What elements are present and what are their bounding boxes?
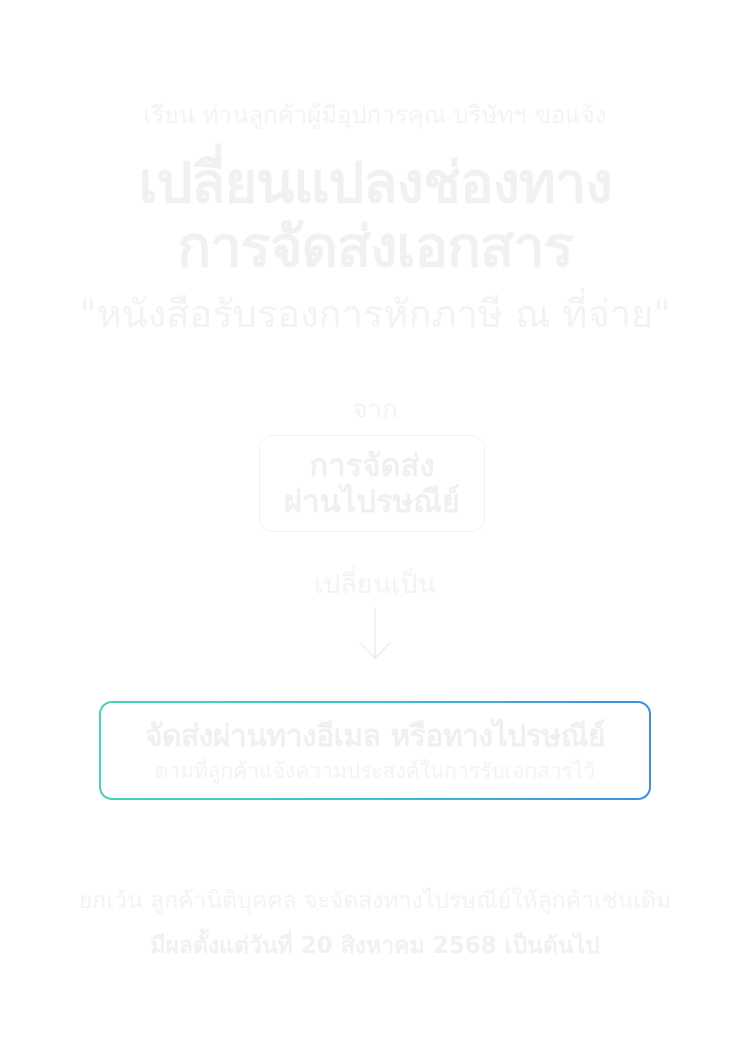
old-channel-line-2: ผ่านไปรษณีย์ [283,483,461,520]
effective-date: มีผลตั้งแต่วันที่ 20 สิงหาคม 2568 เป็นต้… [150,933,600,959]
arrow-down-icon [359,607,391,659]
title-line-1: เปลี่ยนแปลงช่องทาง [138,151,612,216]
document-name: "หนังสือรับรองการหักภาษี ณ ที่จ่าย" [79,292,671,336]
change-label: เปลี่ยนเป็น [313,569,436,600]
notice-title: เปลี่ยนแปลงช่องทาง การจัดส่งเอกสาร [0,152,750,280]
old-channel-box: การจัดส่ง ผ่านไปรษณีย์ [259,435,485,532]
new-channel-box: จัดส่งผ่านทางอีเมล หรือทางไปรษณีย์ ตามที… [99,701,651,800]
old-channel-line-1: การจัดส่ง [309,447,435,484]
greeting-text: เรียน ท่านลูกค้าผู้มีอุปการคุณ บริษัทฯ ข… [143,101,607,129]
new-channel-content: จัดส่งผ่านทางอีเมล หรือทางไปรษณีย์ ตามที… [101,703,649,798]
title-line-2: การจัดส่งเอกสาร [177,215,574,280]
from-label: จาก [352,395,398,425]
exception-note: ยกเว้น ลูกค้านิติบุคคล จะจัดส่งทางไปรษณี… [78,888,672,914]
new-channel-title: จัดส่งผ่านทางอีเมล หรือทางไปรษณีย์ [144,718,606,754]
new-channel-description: ตามที่ลูกค้าแจ้งความประสงค์ในการรับเอกสา… [154,758,596,783]
